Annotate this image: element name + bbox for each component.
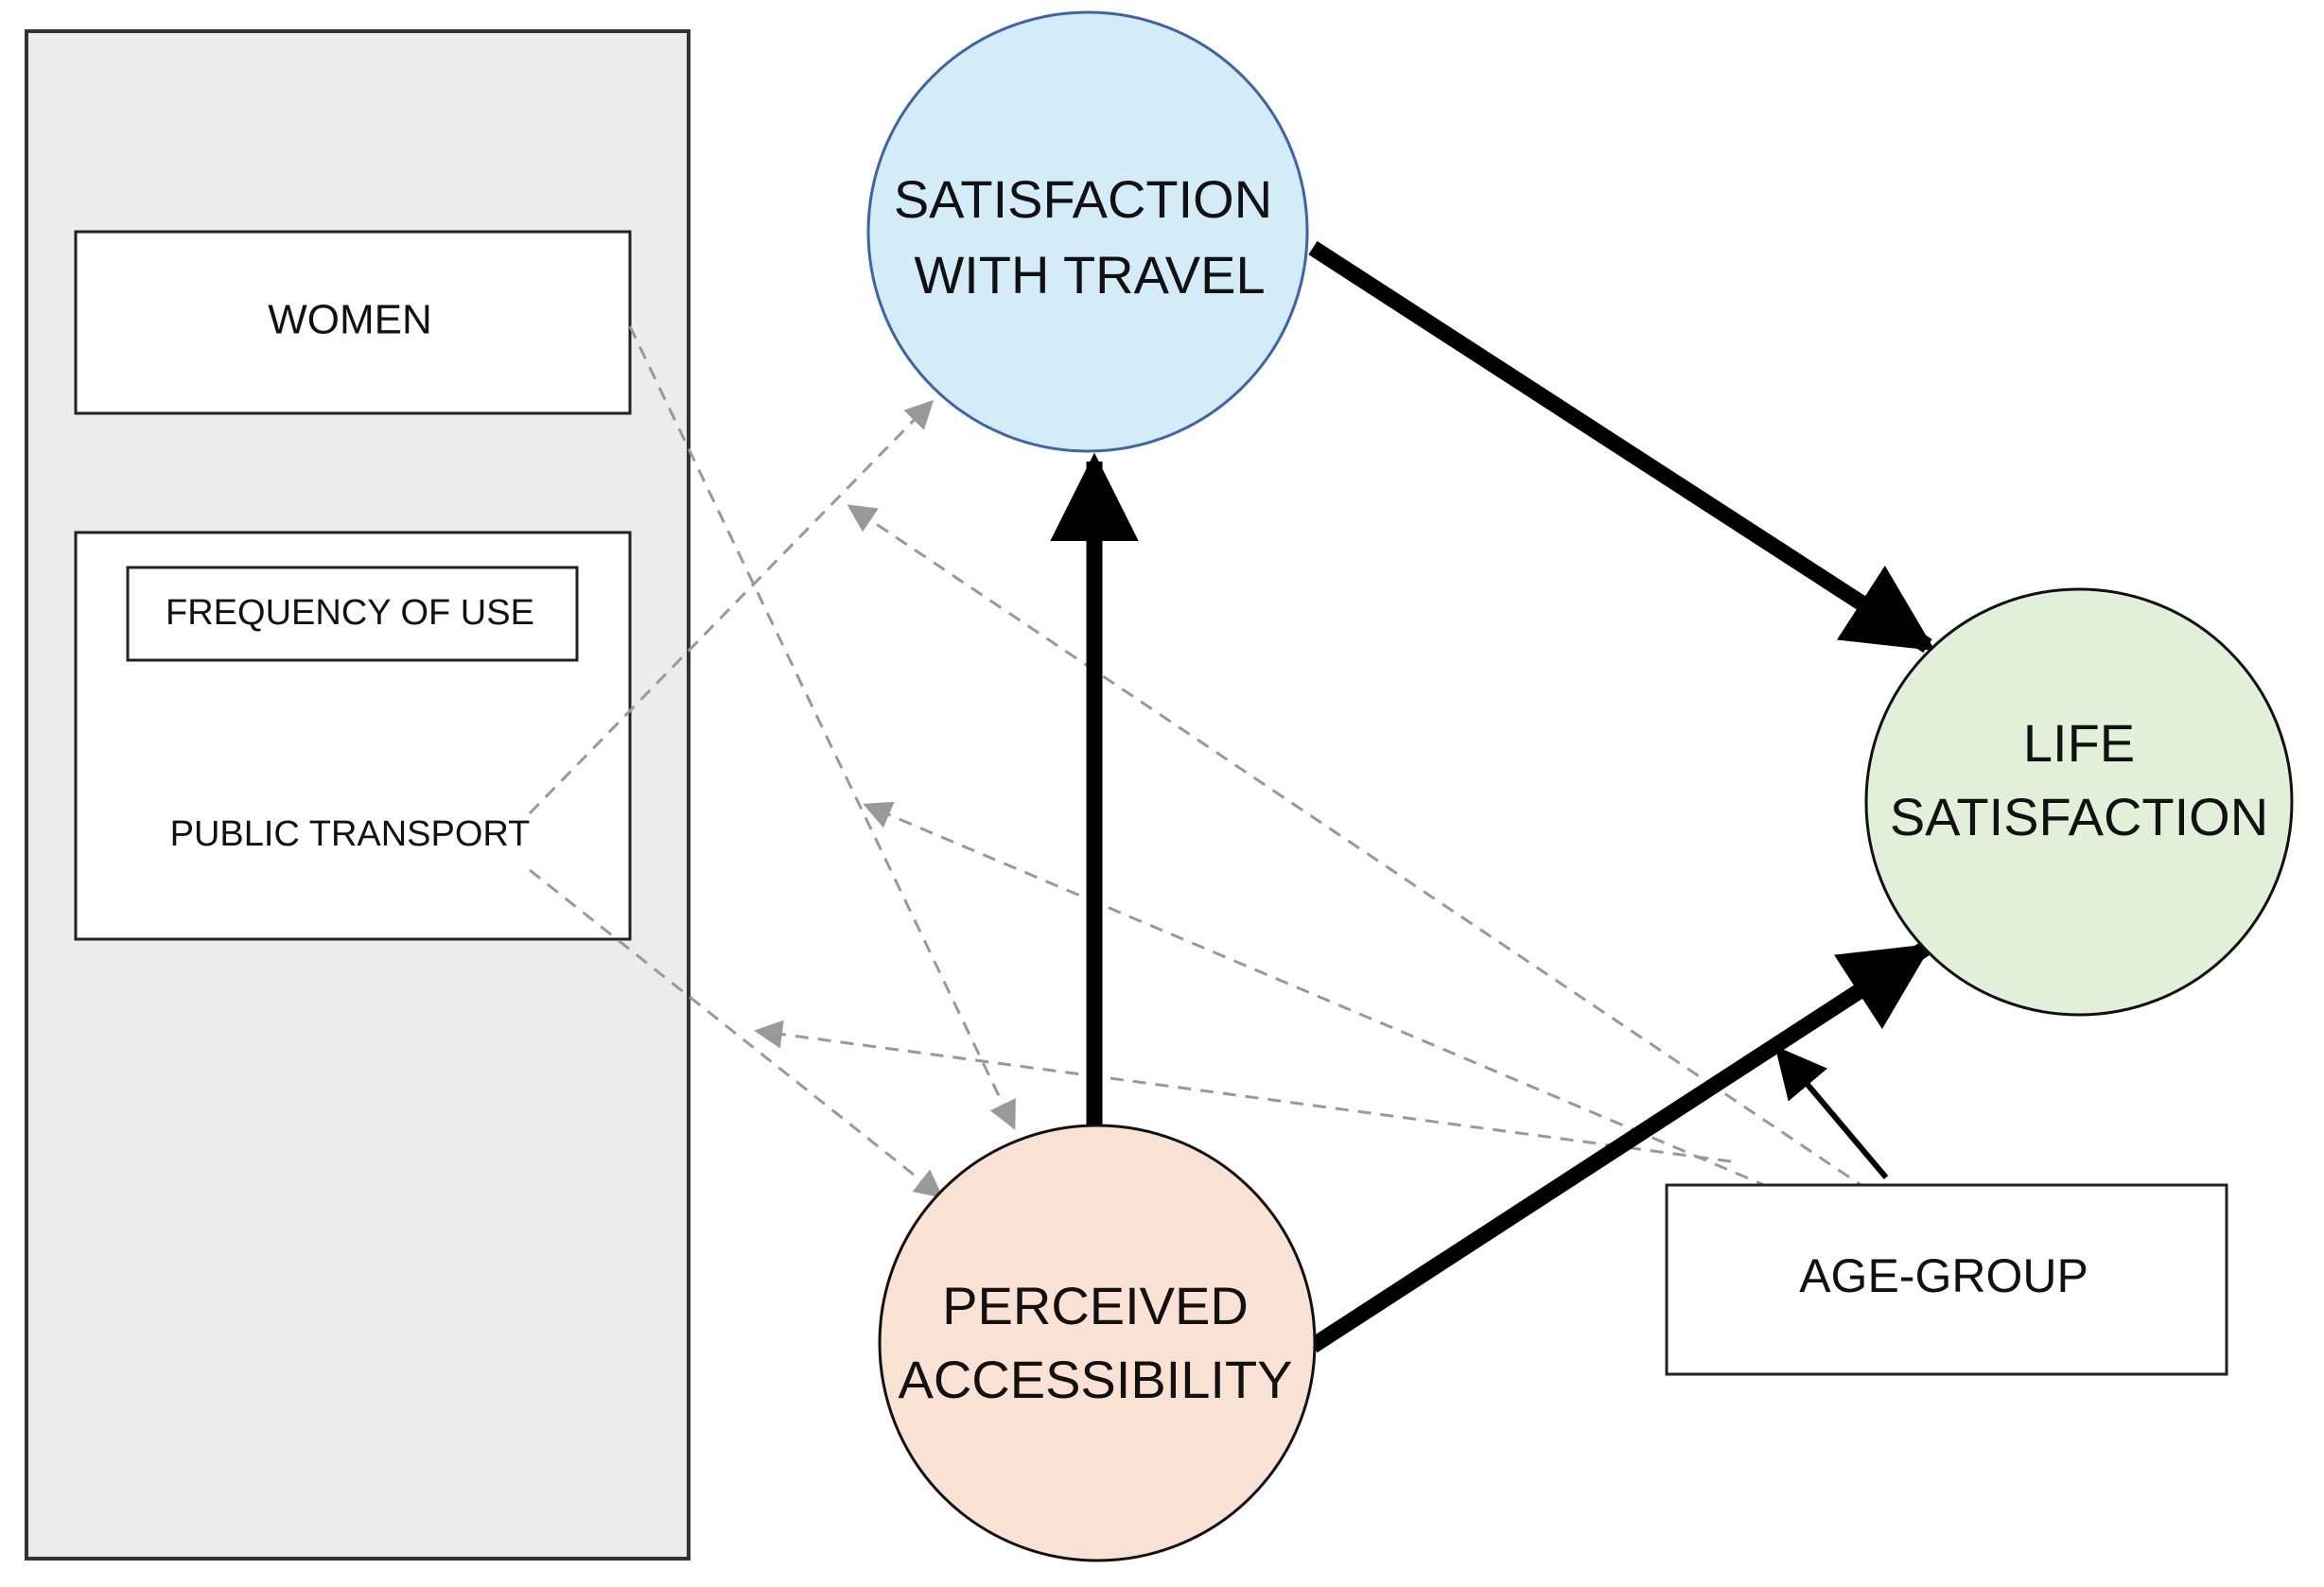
satisfaction-with-travel-node: SATISFACTION WITH TRAVEL	[866, 10, 1309, 453]
dashed-arrow-age-to-public-transport-link	[863, 801, 1770, 1189]
dashed-arrow-age-to-women-link	[754, 1020, 1732, 1163]
dashed-arrow-women-to-accessibility	[628, 325, 1016, 1130]
dashed-arrow-age-to-satisfaction-travel	[847, 504, 1869, 1192]
women-box: WOMEN	[74, 230, 632, 415]
age-group-label: AGE-GROUP	[1799, 1249, 2088, 1302]
satisfaction-with-travel-line1: SATISFACTION	[894, 169, 1272, 229]
arrow-age-moderation	[1774, 1045, 1889, 1179]
age-group-box: AGE-GROUP	[1665, 1183, 2228, 1376]
perceived-accessibility-line1: PERCEIVED	[942, 1276, 1249, 1335]
frequency-of-use-box	[126, 566, 579, 662]
life-satisfaction-line2: SATISFACTION	[1890, 787, 2268, 846]
dashed-arrow-public-transport-to-accessibility	[529, 868, 944, 1198]
arrow-accessibility-to-life-satisfaction	[1308, 941, 1932, 1353]
frequency-of-use-label: FREQUENCY OF USE	[166, 593, 534, 633]
dashed-arrow-public-transport-to-satisfaction-travel	[528, 399, 935, 815]
perceived-accessibility-node: PERCEIVED ACCESSIBILITY	[878, 1124, 1317, 1562]
women-label: WOMEN	[268, 297, 432, 343]
solid-arrows	[1050, 240, 1935, 1353]
arrow-satisfaction-travel-to-life-satisfaction	[1308, 240, 1935, 654]
life-satisfaction-node: LIFE SATISFACTION	[1864, 587, 2294, 1017]
public-transport-box: FREQUENCY OF USE PUBLIC TRANSPORT	[74, 531, 632, 941]
public-transport-label: PUBLIC TRANSPORT	[170, 814, 531, 854]
perceived-accessibility-line2: ACCESSIBILITY	[898, 1350, 1292, 1409]
satisfaction-with-travel-line2: WITH TRAVEL	[914, 245, 1265, 305]
life-satisfaction-line1: LIFE	[2023, 713, 2135, 773]
dashed-arrows	[528, 325, 1869, 1198]
